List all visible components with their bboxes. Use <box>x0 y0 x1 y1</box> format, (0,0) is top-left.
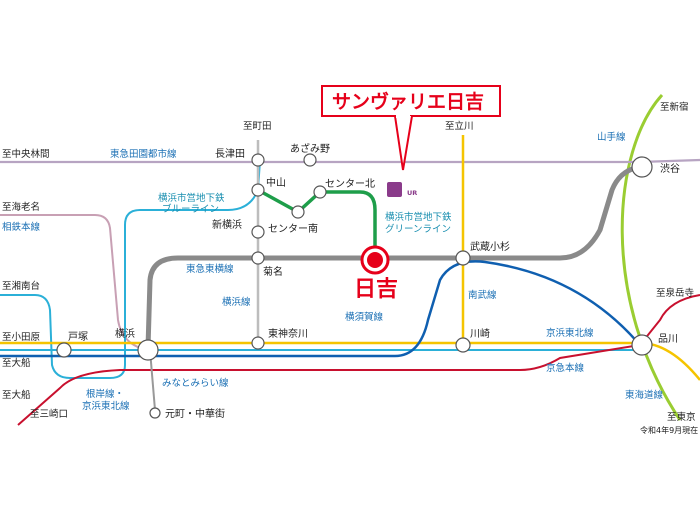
station-shinagawa <box>631 334 653 356</box>
label-green-line-1: 横浜市営地下鉄 <box>385 211 452 223</box>
callout-pointer-mask <box>396 114 410 118</box>
label-center-kita: センター北 <box>325 178 375 190</box>
label-green-line-2: グリーンライン <box>385 223 451 235</box>
station-musashi-kosugi <box>455 250 471 266</box>
station-kawasaki <box>455 337 471 353</box>
station-kikuna <box>251 251 265 265</box>
dest-tachikawa: 至立川 <box>445 120 474 132</box>
ur-logo-text: UR <box>407 189 417 197</box>
yokosuka-line <box>0 260 641 358</box>
dest-ofuna-1: 至大船 <box>2 357 31 369</box>
dest-tokyo: 至東京 <box>667 411 696 423</box>
label-shinagawa: 品川 <box>658 333 678 345</box>
station-shibuya <box>631 156 653 178</box>
label-tokaido: 東海道線 <box>625 389 664 401</box>
label-keikyu: 京急本線 <box>546 362 585 374</box>
label-sotetsu: 相鉄本線 <box>2 221 41 233</box>
label-motomachi: 元町・中華街 <box>165 407 225 420</box>
label-blue-line-2: ブルーライン <box>162 203 219 215</box>
station-center-kita <box>313 185 327 199</box>
dest-shonandai: 至湘南台 <box>2 280 40 292</box>
blue-line <box>0 159 261 379</box>
label-nagatsuta: 長津田 <box>215 148 245 160</box>
station-higashi-kanagawa <box>251 336 265 350</box>
label-center-minami: センター南 <box>268 222 318 235</box>
hiyoshi-label: 日吉 <box>354 276 398 302</box>
label-keihin-tohoku: 京浜東北線 <box>546 327 594 339</box>
label-nakayama: 中山 <box>266 176 286 189</box>
green-line <box>257 188 377 258</box>
label-minatomirai: みなとみらい線 <box>162 377 229 389</box>
label-yokosuka: 横須賀線 <box>345 311 384 323</box>
tokaido-line <box>0 341 700 381</box>
dest-senzokuike: 至泉岳寺 <box>656 287 695 299</box>
station-shin-yokohama <box>251 225 265 239</box>
ur-logo-icon <box>387 182 402 197</box>
dest-shinjuku: 至新宿 <box>660 101 689 113</box>
dest-ebina: 至海老名 <box>2 201 40 213</box>
station-nagatsuta <box>251 153 265 167</box>
note-date: 令和4年9月現在 <box>640 425 698 435</box>
dest-odawara: 至小田原 <box>2 332 40 343</box>
dest-chuo-rinkan: 至中央林間 <box>2 148 50 160</box>
station-yokohama <box>137 339 159 361</box>
sotetsu-line <box>0 214 149 351</box>
label-musashi-kosugi: 武蔵小杉 <box>470 240 510 253</box>
dest-misakiguchi: 至三崎口 <box>30 408 68 420</box>
label-blue-line-1: 横浜市営地下鉄 <box>158 192 225 204</box>
label-denentoshi: 東急田園都市線 <box>110 148 177 160</box>
label-shin-yokohama: 新横浜 <box>212 218 242 231</box>
yamanote-line <box>620 93 682 421</box>
label-kawasaki: 川崎 <box>470 327 490 340</box>
station-motomachi <box>149 407 161 419</box>
station-center-minami <box>291 205 305 219</box>
label-higashi-kanagawa: 東神奈川 <box>268 327 308 340</box>
label-azamino: あざみ野 <box>290 142 330 155</box>
dest-ofuna-2: 至大船 <box>2 389 31 401</box>
callout-label: サンヴァリエ日吉 <box>332 90 484 113</box>
label-toyoko: 東急東横線 <box>186 263 234 275</box>
keikyu-line <box>17 294 700 426</box>
label-yokohama: 横浜 <box>115 327 135 340</box>
station-totsuka <box>56 342 72 358</box>
dest-machida: 至町田 <box>243 121 272 132</box>
label-yokohama-line: 横浜線 <box>222 296 251 308</box>
station-azamino <box>303 153 317 167</box>
label-nambu: 南武線 <box>468 289 497 301</box>
toyoko-line <box>145 164 641 349</box>
station-nakayama <box>251 183 265 197</box>
denentoshi-line <box>0 158 700 164</box>
callout-pointer <box>394 115 413 171</box>
label-yamanote: 山手線 <box>597 131 626 143</box>
label-negishi-2: 京浜東北線 <box>82 400 130 412</box>
station-hiyoshi-dot <box>367 252 383 268</box>
label-shibuya: 渋谷 <box>660 162 680 175</box>
label-totsuka: 戸塚 <box>68 331 88 343</box>
label-negishi-1: 根岸線・ <box>86 388 124 400</box>
label-kikuna: 菊名 <box>263 265 283 278</box>
